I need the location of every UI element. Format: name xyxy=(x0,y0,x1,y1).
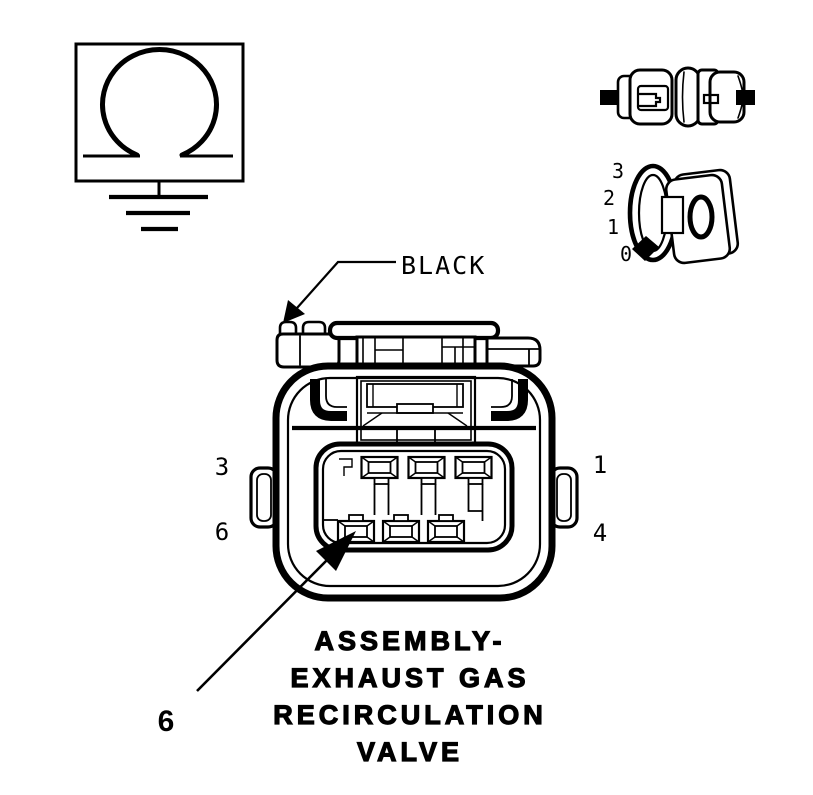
color-leader-arrowhead-icon xyxy=(283,300,305,323)
terminal-tab-pin-3 xyxy=(373,477,390,485)
plug-tongue xyxy=(636,92,662,108)
lock-position-indicator-icon: 3 2 1 0 xyxy=(603,159,740,266)
cavity-right-step xyxy=(467,484,484,521)
cap-seal xyxy=(674,66,702,128)
pin-label-1: 1 xyxy=(593,451,607,479)
pin6-callout-label: 6 xyxy=(158,705,175,738)
solenoid-ground-symbol-icon xyxy=(74,42,245,232)
keyway-ledge xyxy=(396,403,434,414)
latch-plate-notch xyxy=(660,195,685,235)
indicator-scale-3: 3 xyxy=(612,159,624,183)
keyway-diagonals xyxy=(362,412,468,427)
latch-bump-2 xyxy=(301,320,327,334)
cap-seal-inner-line xyxy=(681,71,685,123)
position-marker xyxy=(632,236,659,261)
plug-slot xyxy=(636,84,670,112)
color-leader-line xyxy=(296,260,396,309)
left-side-tab-inner xyxy=(256,473,272,522)
top-latch xyxy=(275,320,542,369)
keyway-frame-channels xyxy=(372,384,458,407)
cavity-dividers xyxy=(373,484,437,515)
terminal-socket-pin-4 xyxy=(426,519,466,544)
terminal-cavity xyxy=(313,441,515,553)
pin6-leader-arrowhead-icon xyxy=(316,531,356,571)
indicator-scale-0: 0 xyxy=(620,242,632,266)
plug-body xyxy=(628,68,674,126)
terminal-tab-pin-2 xyxy=(420,477,437,485)
keyway-inner xyxy=(360,380,472,441)
left-wire-stub xyxy=(600,90,622,105)
right-wire-stub xyxy=(736,90,755,105)
caption-line-4: VALVE xyxy=(357,737,463,767)
left-ear-hook-inner xyxy=(325,379,347,408)
caption-line-1: ASSEMBLY- xyxy=(314,626,505,656)
receptacle-slot xyxy=(702,93,720,105)
terminal-tab-pin-4 xyxy=(438,514,454,522)
right-side-tab-inner xyxy=(556,473,572,522)
terminal-socket-pin-2 xyxy=(407,455,446,480)
terminal-socket-pin-1 xyxy=(454,455,493,480)
pin6-leader-line xyxy=(196,556,331,692)
terminal-tab-pin-5 xyxy=(393,514,409,522)
coil-loop xyxy=(100,46,219,158)
latch-right-block xyxy=(485,336,542,368)
color-label: BLACK xyxy=(401,251,486,280)
cavity-left-step xyxy=(339,458,353,476)
color-callout: BLACK xyxy=(283,251,486,323)
pin6-callout: 6 xyxy=(158,531,356,738)
indicator-scale-1: 1 xyxy=(607,215,619,239)
keyway-box xyxy=(292,375,536,446)
caption-line-3: RECIRCULATION xyxy=(273,700,546,730)
latch-left-block xyxy=(275,332,341,369)
left-ear-hook xyxy=(310,379,347,421)
right-ear-hook xyxy=(491,379,528,421)
pin-label-3: 3 xyxy=(215,453,229,481)
indicator-scale-2: 2 xyxy=(603,186,615,210)
pin-label-4: 4 xyxy=(593,519,607,547)
terminal-socket-pin-5 xyxy=(381,519,421,544)
pin-label-6: 6 xyxy=(215,518,229,546)
terminal-tab-pin-6 xyxy=(348,514,364,522)
latch-plate-hole xyxy=(687,194,715,240)
latch-center-verticals xyxy=(362,338,464,366)
figure-caption: ASSEMBLY- EXHAUST GAS RECIRCULATION VALV… xyxy=(273,625,546,767)
right-ear-hook-inner xyxy=(491,379,513,408)
latch-right-block-details xyxy=(487,348,540,366)
caption-line-2: EXHAUST GAS xyxy=(290,663,529,693)
latch-bump-1 xyxy=(278,320,298,334)
connector-pair-side-view-icon xyxy=(600,66,755,128)
egr-connector-face: 3 1 6 4 xyxy=(215,320,607,602)
terminal-tab-pin-1 xyxy=(467,477,484,485)
terminal-socket-pin-3 xyxy=(360,455,399,480)
